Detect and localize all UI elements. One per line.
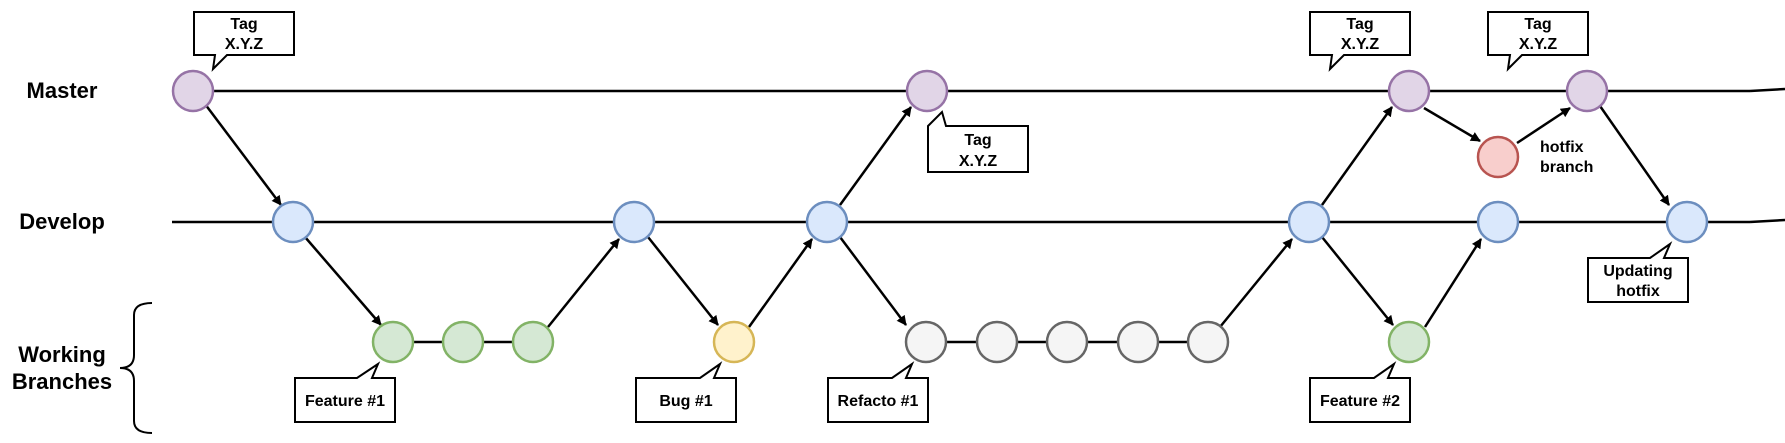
commit-refacto-1-e — [1186, 320, 1230, 364]
arrow-develop-to-feature-2 — [1321, 236, 1394, 326]
commit-master-4 — [1565, 69, 1609, 113]
arrow-develop-to-bug-1 — [647, 236, 719, 326]
commit-refacto-1-c — [1045, 320, 1089, 364]
commit-master-3 — [1387, 69, 1431, 113]
callout-master-tag-4-line1: Tag — [1524, 16, 1551, 33]
commit-bug-1 — [712, 320, 756, 364]
commit-develop-2 — [612, 200, 656, 244]
commit-refacto-1-d — [1116, 320, 1160, 364]
arrow-develop-to-master — [838, 106, 913, 206]
commit-feature-2 — [1387, 320, 1431, 364]
lane-label-working-line2: Branches — [12, 369, 112, 394]
commit-develop-5 — [1476, 200, 1520, 244]
callout-updating-hotfix-line2: hotfix — [1616, 283, 1660, 300]
callout-refacto-1-label: Refacto #1 — [838, 393, 919, 410]
callout-feature-1: Feature #1 — [294, 361, 396, 423]
arrow-develop-to-feature-1 — [304, 236, 382, 326]
arrow-master-to-develop-2 — [1598, 105, 1671, 206]
arrow-bug-1-to-develop — [747, 238, 814, 328]
lane-label-master: Master — [27, 78, 98, 103]
arrow-develop-to-master-2 — [1320, 106, 1394, 206]
arrow-hotfix-to-master — [1516, 106, 1571, 145]
commit-nodes — [171, 69, 1709, 364]
callout-master-tag-2: Tag X.Y.Z — [927, 110, 1029, 173]
callout-refacto-1: Refacto #1 — [827, 361, 929, 423]
commit-develop-3 — [805, 200, 849, 244]
commit-refacto-1-b — [975, 320, 1019, 364]
arrow-master-to-develop — [204, 103, 282, 206]
commit-feature-1-c — [511, 320, 555, 364]
callout-bug-1: Bug #1 — [635, 361, 737, 423]
commit-refacto-1-a — [904, 320, 948, 364]
commit-hotfix — [1476, 135, 1520, 179]
callout-feature-2: Feature #2 — [1309, 361, 1411, 423]
callout-master-tag-1-line2: X.Y.Z — [225, 36, 263, 53]
callout-master-tag-3-line2: X.Y.Z — [1341, 36, 1379, 53]
callout-updating-hotfix-line1: Updating — [1603, 263, 1672, 280]
develop-branch-line-tail — [1749, 218, 1785, 224]
merge-arrows — [204, 103, 1671, 328]
arrow-feature-2-to-develop — [1423, 238, 1483, 328]
master-branch-line-tail — [1749, 87, 1785, 93]
commit-feature-1-b — [441, 320, 485, 364]
hotfix-branch-label-line2: branch — [1540, 159, 1593, 176]
lane-label-develop: Develop — [19, 209, 105, 234]
callout-bug-1-label: Bug #1 — [659, 393, 712, 410]
arrow-develop-to-refacto-1 — [839, 236, 907, 326]
hotfix-branch-label-line1: hotfix — [1540, 139, 1584, 156]
working-branches-brace — [119, 302, 153, 434]
commit-feature-1-a — [371, 320, 415, 364]
arrow-refacto-1-to-develop — [1219, 238, 1293, 328]
commit-master-2 — [905, 69, 949, 113]
callout-master-tag-2-line1: Tag — [964, 132, 991, 149]
commit-develop-6 — [1665, 200, 1709, 244]
commit-master-1 — [171, 69, 215, 113]
commit-develop-1 — [271, 200, 315, 244]
callout-feature-2-label: Feature #2 — [1320, 393, 1400, 410]
callout-master-tag-2-line2: X.Y.Z — [959, 153, 997, 170]
callout-master-tag-3: Tag X.Y.Z — [1309, 11, 1411, 72]
callout-master-tag-4: Tag X.Y.Z — [1487, 11, 1589, 72]
arrow-master-to-hotfix — [1423, 106, 1481, 143]
callout-master-tag-4-line2: X.Y.Z — [1519, 36, 1557, 53]
callout-updating-hotfix: Updating hotfix — [1587, 241, 1689, 303]
callout-master-tag-1: Tag X.Y.Z — [193, 11, 295, 72]
arrow-feature-1-to-develop — [547, 238, 620, 328]
callout-feature-1-label: Feature #1 — [305, 393, 385, 410]
callout-master-tag-1-line1: Tag — [230, 16, 257, 33]
commit-develop-4 — [1287, 200, 1331, 244]
callout-master-tag-3-line1: Tag — [1346, 16, 1373, 33]
lane-label-working-line1: Working — [18, 342, 106, 367]
